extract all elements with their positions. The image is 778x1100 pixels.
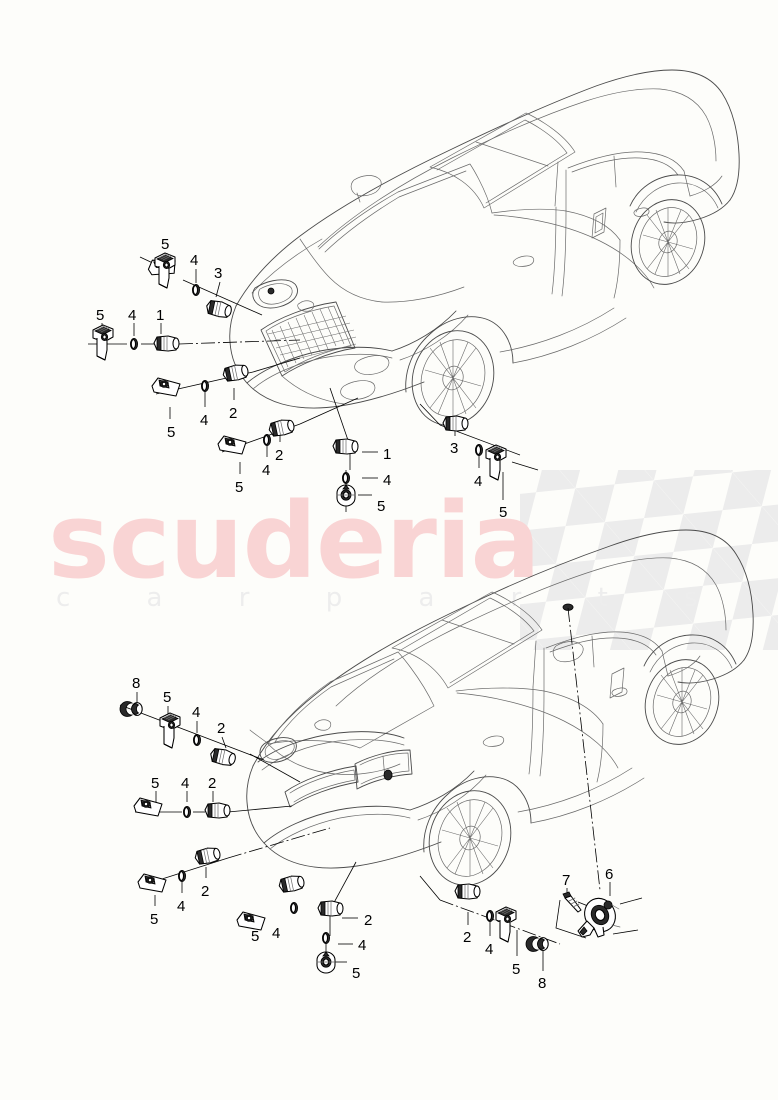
callout-rear-5-17: 5: [512, 961, 521, 978]
callout-front-2-8: 2: [229, 405, 238, 422]
callout-front-5-0: 5: [161, 236, 170, 253]
callout-front-5-9: 5: [235, 479, 244, 496]
callout-front-4-13: 4: [383, 472, 392, 489]
callout-front-4-10: 4: [262, 462, 271, 479]
callout-front-1-12: 1: [383, 446, 392, 463]
callout-rear-4-16: 4: [485, 941, 494, 958]
callout-front-3-15: 3: [450, 440, 459, 457]
callout-rear-6-20: 6: [605, 866, 614, 883]
callout-rear-5-1: 5: [163, 689, 172, 706]
callout-rear-4-8: 4: [177, 898, 186, 915]
callout-front-5-17: 5: [499, 504, 508, 521]
rear-leader-lines: [119, 607, 643, 971]
callout-front-5-6: 5: [167, 424, 176, 441]
callout-front-5-14: 5: [377, 498, 386, 515]
callout-front-4-1: 4: [190, 252, 199, 269]
callout-rear-4-5: 4: [181, 775, 190, 792]
callout-front-4-4: 4: [128, 307, 137, 324]
callout-rear-2-12: 2: [364, 912, 373, 929]
vehicle-front-three-quarter-view: [229, 69, 740, 426]
vehicle-rear-three-quarter-view: [246, 529, 754, 886]
callout-rear-5-7: 5: [150, 911, 159, 928]
callout-rear-8-0: 8: [132, 675, 141, 692]
callout-rear-2-6: 2: [208, 775, 217, 792]
callout-front-4-16: 4: [474, 473, 483, 490]
callout-rear-5-14: 5: [352, 965, 361, 982]
callout-front-3-2: 3: [214, 265, 223, 282]
callout-rear-8-18: 8: [538, 975, 547, 992]
callout-rear-5-10: 5: [251, 928, 260, 945]
callout-front-5-3: 5: [96, 307, 105, 324]
callout-rear-4-11: 4: [272, 925, 281, 942]
callout-front-4-7: 4: [200, 412, 209, 429]
front-parts: [92, 252, 507, 507]
callout-front-2-11: 2: [275, 447, 284, 464]
callout-front-1-5: 1: [156, 307, 165, 324]
callout-rear-2-15: 2: [463, 929, 472, 946]
callout-rear-5-4: 5: [151, 775, 160, 792]
callout-rear-4-13: 4: [358, 937, 367, 954]
callout-rear-2-3: 2: [217, 720, 226, 737]
callout-rear-7-19: 7: [562, 872, 571, 889]
callout-rear-4-2: 4: [192, 704, 201, 721]
callout-rear-2-9: 2: [201, 883, 210, 900]
